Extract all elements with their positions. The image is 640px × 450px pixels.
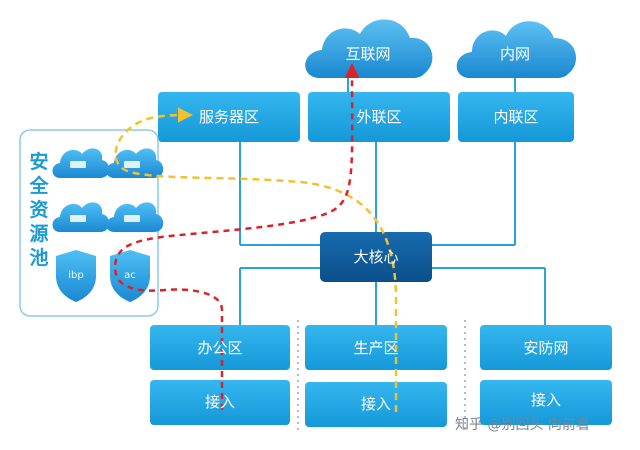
- intranet-cloud: [456, 21, 577, 79]
- cloud-security-icon: [106, 148, 164, 178]
- production-access-box: [305, 382, 447, 427]
- security-zone-box: [480, 325, 612, 370]
- internal-zone-box: [458, 92, 574, 142]
- office-access-box: [150, 380, 290, 425]
- cloud-security-icon: [106, 202, 164, 232]
- office-zone-box: [150, 325, 290, 370]
- upper-bus: [239, 142, 516, 246]
- yellow-traffic-path: [114, 107, 398, 412]
- internet-cloud: [305, 19, 433, 78]
- lower-bus: [239, 267, 546, 325]
- production-zone-box: [305, 325, 447, 370]
- cloud-security-icon: [52, 202, 110, 232]
- core-switch-box: [320, 232, 432, 282]
- server-zone-box: [158, 92, 300, 142]
- shield-ibp-icon: [56, 250, 96, 302]
- cloud-security-icon: [52, 148, 110, 178]
- external-zone-box: [308, 92, 450, 142]
- security-access-box: [480, 380, 612, 425]
